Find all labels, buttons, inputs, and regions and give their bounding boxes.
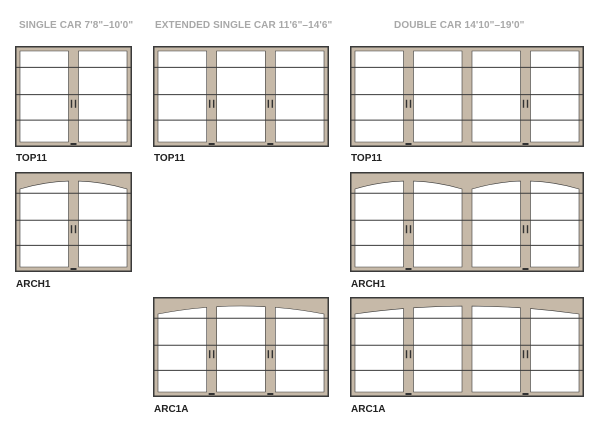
door-panel <box>530 50 580 143</box>
bottom-hinge-mark <box>267 143 274 145</box>
door-drawing <box>153 46 329 147</box>
label-single-arch1: ARCH1 <box>16 279 51 290</box>
door-extended-top11[interactable] <box>153 46 329 147</box>
handle-bar <box>212 99 215 108</box>
door-panel <box>354 50 404 143</box>
handle-bar <box>409 350 412 359</box>
handle-bar <box>405 225 408 234</box>
handle-bar <box>409 225 412 234</box>
door-panel <box>216 50 266 143</box>
bottom-hinge-mark <box>208 143 215 145</box>
header-extended-single-car: EXTENDED SINGLE CAR 11'6"–14'6" <box>155 20 333 31</box>
door-panel <box>275 50 325 143</box>
handle-bar <box>522 225 525 234</box>
door-panel <box>413 180 463 268</box>
handle-bar <box>526 350 529 359</box>
bottom-hinge-mark <box>70 268 77 270</box>
header-single-car: SINGLE CAR 7'8"–10'0" <box>19 20 134 31</box>
door-drawing <box>350 297 584 397</box>
handle-bar <box>74 99 77 108</box>
door-double-top11[interactable] <box>350 46 584 147</box>
door-panel <box>19 180 69 268</box>
handle-bar <box>70 225 73 234</box>
door-panel <box>413 305 463 393</box>
handle-bar <box>405 350 408 359</box>
handle-bar <box>526 225 529 234</box>
door-extended-arc1a[interactable] <box>153 297 329 397</box>
label-single-top11: TOP11 <box>16 153 47 164</box>
handle-bar <box>271 99 274 108</box>
handle-bar <box>526 99 529 108</box>
door-panel <box>471 305 521 393</box>
door-panel <box>530 180 580 268</box>
door-panel <box>157 50 207 143</box>
door-panel <box>275 307 325 393</box>
door-drawing <box>153 297 329 397</box>
label-double-arch1: ARCH1 <box>351 279 386 290</box>
handle-bar <box>271 350 274 359</box>
door-single-top11[interactable] <box>15 46 132 147</box>
label-double-top11: TOP11 <box>351 153 382 164</box>
handle-bar <box>405 99 408 108</box>
door-panel <box>413 50 463 143</box>
door-panel <box>157 307 207 393</box>
door-panel <box>471 50 521 143</box>
door-drawing <box>350 46 584 147</box>
handle-bar <box>74 225 77 234</box>
bottom-hinge-mark <box>405 268 412 270</box>
door-panel <box>471 180 521 268</box>
door-panel <box>19 50 69 143</box>
bottom-hinge-mark <box>70 143 77 145</box>
door-panel <box>354 180 404 268</box>
handle-bar <box>267 350 270 359</box>
door-double-arc1a[interactable] <box>350 297 584 397</box>
handle-bar <box>208 350 211 359</box>
door-panel <box>78 180 128 268</box>
handle-bar <box>409 99 412 108</box>
door-double-arch1[interactable] <box>350 172 584 272</box>
header-double-car: DOUBLE CAR 14'10"–19'0" <box>394 20 525 31</box>
door-drawing <box>15 172 132 272</box>
handle-bar <box>522 99 525 108</box>
handle-bar <box>212 350 215 359</box>
door-drawing <box>350 172 584 272</box>
door-panel <box>530 308 580 393</box>
handle-bar <box>208 99 211 108</box>
bottom-hinge-mark <box>522 268 529 270</box>
bottom-hinge-mark <box>405 143 412 145</box>
handle-bar <box>522 350 525 359</box>
bottom-hinge-mark <box>522 143 529 145</box>
label-extended-top11: TOP11 <box>154 153 185 164</box>
bottom-hinge-mark <box>267 393 274 395</box>
label-extended-arc1a: ARC1A <box>154 404 189 415</box>
handle-bar <box>267 99 270 108</box>
door-panel <box>216 305 266 393</box>
handle-bar <box>70 99 73 108</box>
door-drawing <box>15 46 132 147</box>
door-panel <box>78 50 128 143</box>
bottom-hinge-mark <box>208 393 215 395</box>
label-double-arc1a: ARC1A <box>351 404 386 415</box>
bottom-hinge-mark <box>405 393 412 395</box>
door-single-arch1[interactable] <box>15 172 132 272</box>
bottom-hinge-mark <box>522 393 529 395</box>
door-panel <box>354 308 404 393</box>
